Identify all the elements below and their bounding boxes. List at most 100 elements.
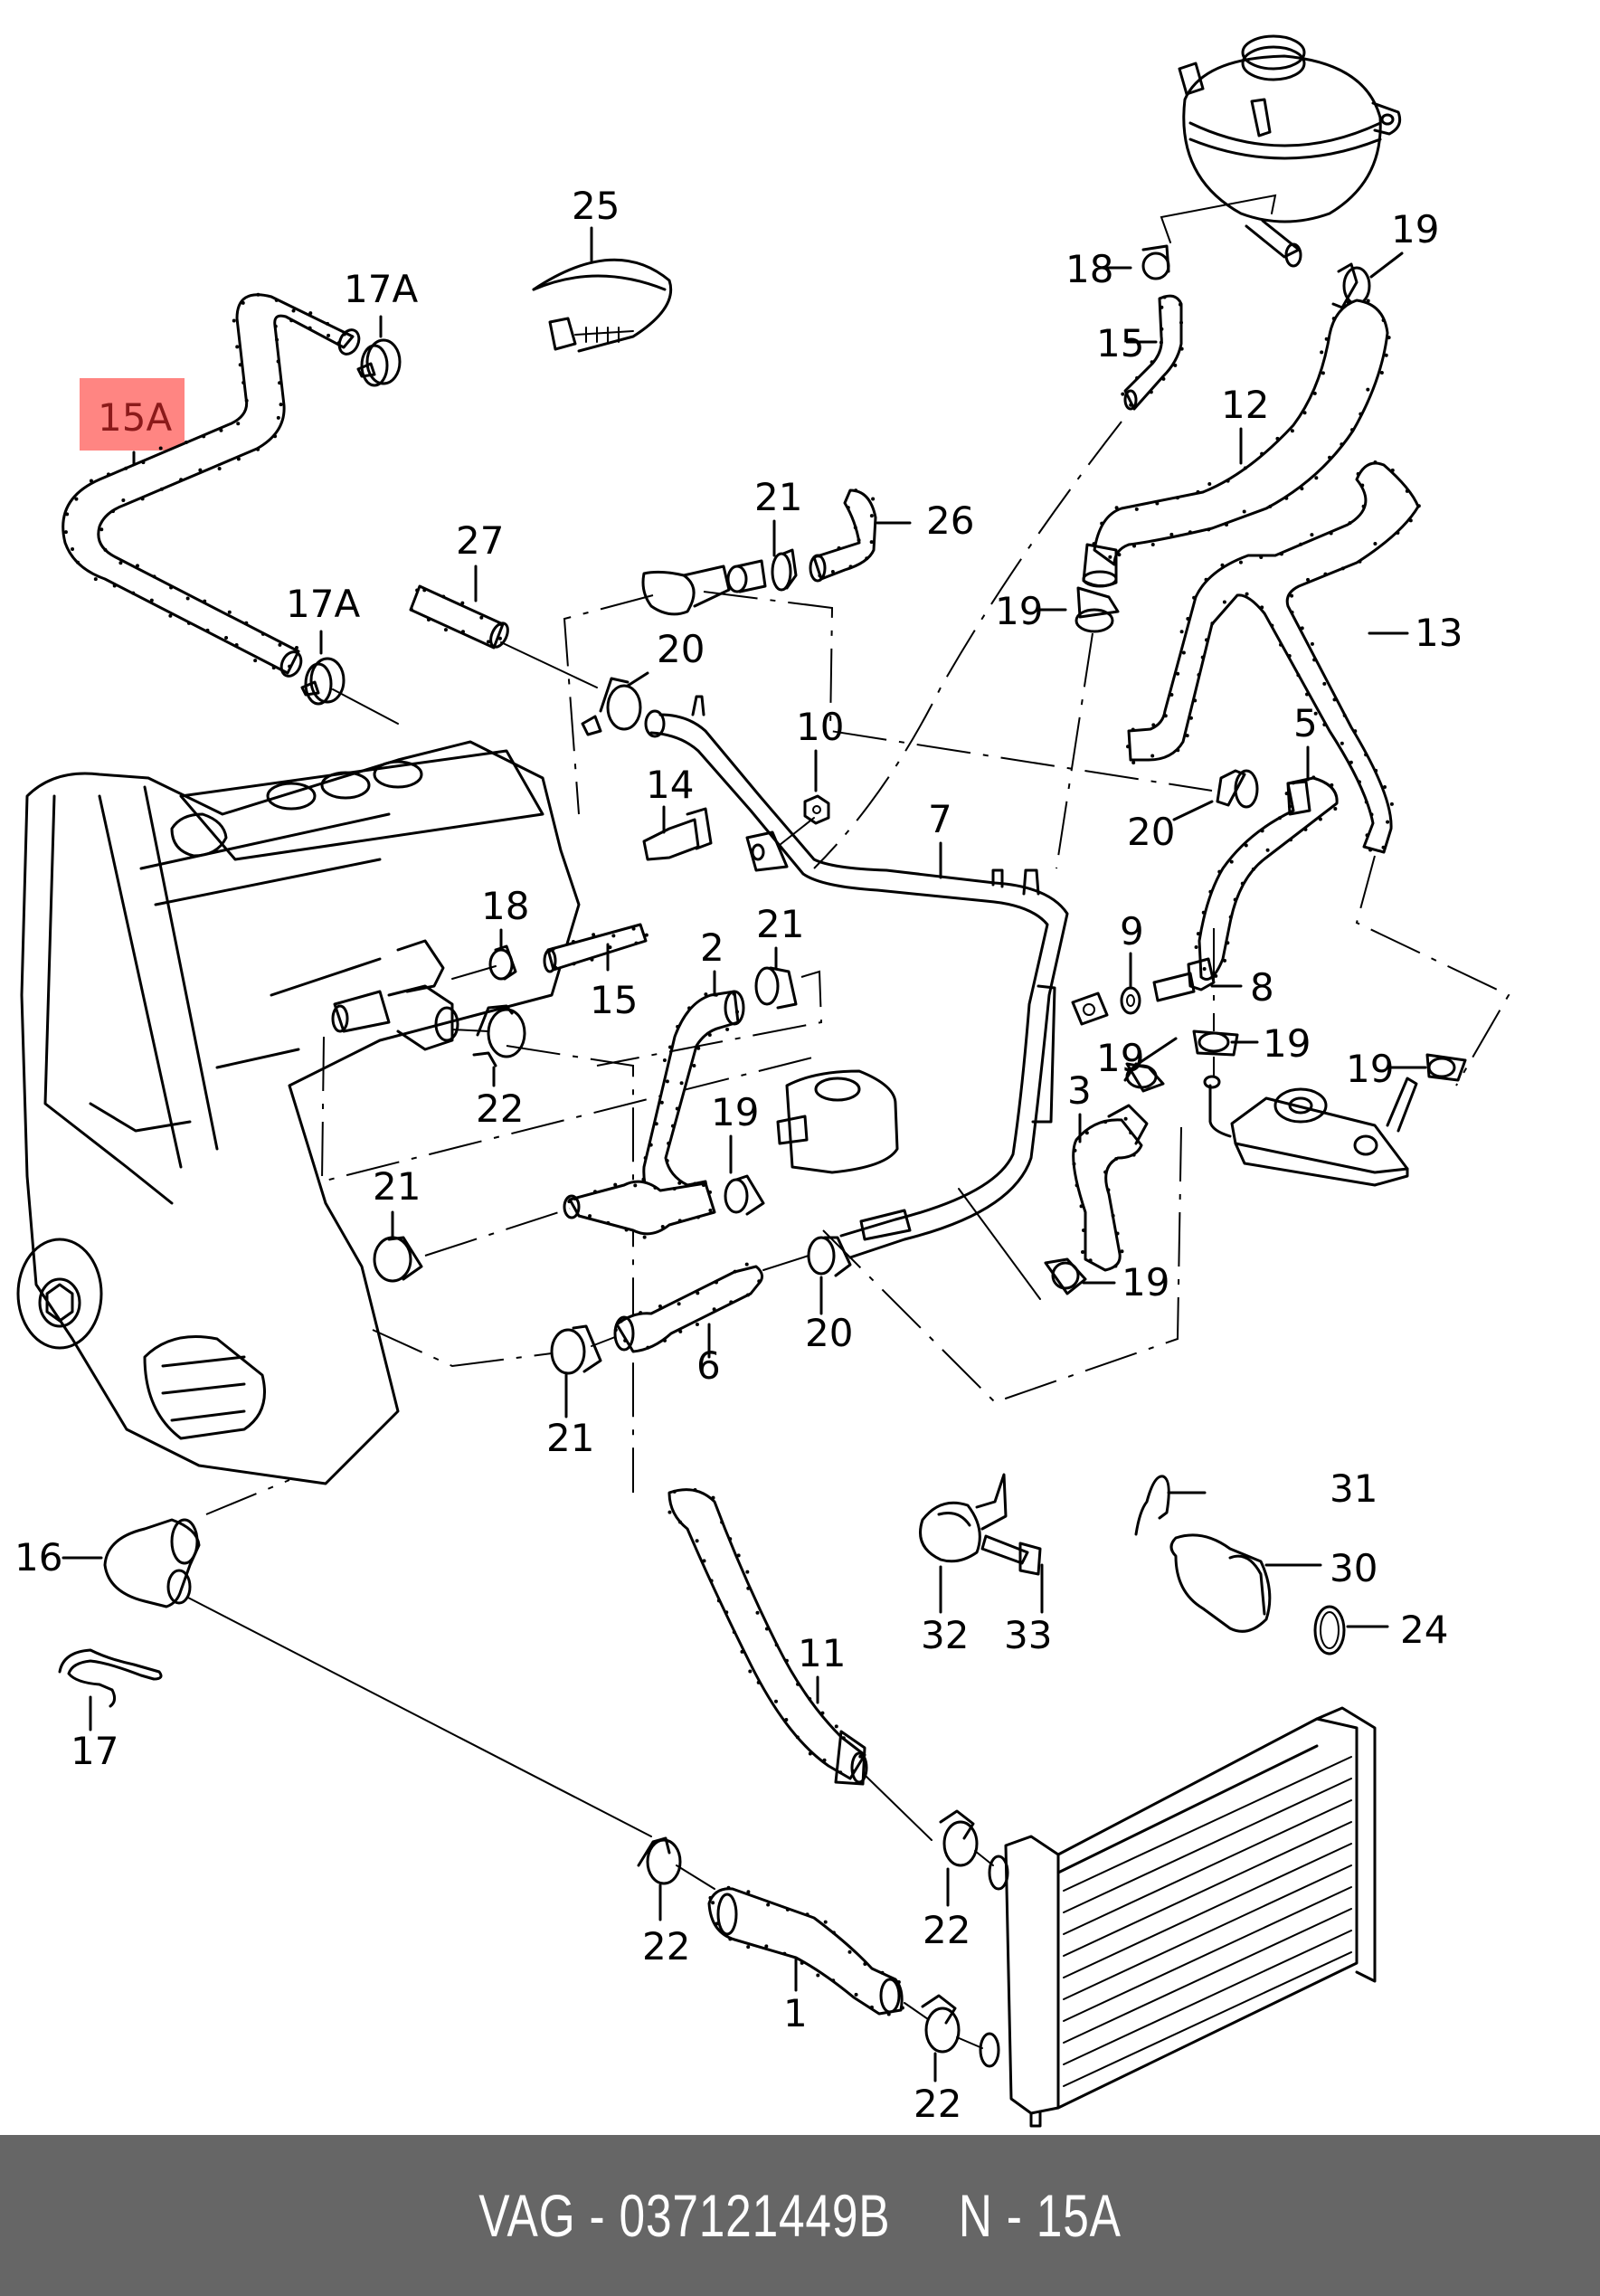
expansion-tank[interactable] bbox=[1160, 34, 1402, 268]
highlight-15A[interactable]: 15A bbox=[80, 378, 185, 481]
hose-27[interactable] bbox=[409, 584, 511, 650]
callout-24[interactable]: 24 bbox=[1400, 1608, 1448, 1652]
hose-15A[interactable] bbox=[62, 292, 363, 679]
callout-20-upper[interactable]: 20 bbox=[657, 627, 705, 671]
o-ring-24[interactable] bbox=[1313, 1605, 1346, 1656]
callout-17[interactable]: 17 bbox=[71, 1729, 118, 1773]
clamp-21-bottom[interactable] bbox=[550, 1324, 602, 1375]
clamp-19-mid[interactable] bbox=[1075, 586, 1120, 633]
callout-25[interactable]: 25 bbox=[572, 184, 620, 228]
hose-13[interactable] bbox=[1126, 460, 1421, 854]
clamp-20-bottom[interactable] bbox=[807, 1236, 852, 1277]
clip-17[interactable] bbox=[58, 1648, 163, 1708]
clamp-19-r1[interactable] bbox=[1192, 1029, 1239, 1057]
callout-21-mid[interactable]: 21 bbox=[756, 902, 804, 946]
callout-11[interactable]: 11 bbox=[798, 1631, 846, 1675]
clamp-22-right-bottom[interactable] bbox=[921, 1994, 961, 2054]
callout-19-top[interactable]: 19 bbox=[1391, 207, 1439, 251]
clamp-20-right[interactable] bbox=[1216, 769, 1259, 809]
callout-18-top[interactable]: 18 bbox=[1065, 247, 1113, 291]
clamp-18-mid[interactable] bbox=[488, 944, 517, 981]
clamp-19-low[interactable] bbox=[1044, 1257, 1087, 1295]
elbow-16[interactable] bbox=[103, 1518, 201, 1608]
callout-12[interactable]: 12 bbox=[1221, 383, 1269, 427]
radiator[interactable] bbox=[979, 1706, 1377, 2128]
callout-1[interactable]: 1 bbox=[783, 1991, 808, 2035]
callout-10[interactable]: 10 bbox=[796, 705, 844, 749]
clamp-18-top[interactable] bbox=[1141, 244, 1170, 280]
callout-15A[interactable]: 15A bbox=[98, 395, 172, 440]
clamp-19-center[interactable] bbox=[724, 1174, 765, 1216]
callout-8[interactable]: 8 bbox=[1250, 965, 1274, 1010]
callout-30[interactable]: 30 bbox=[1330, 1546, 1378, 1590]
callout-22-mid[interactable]: 22 bbox=[476, 1086, 524, 1131]
engine-block[interactable] bbox=[16, 740, 581, 1485]
callout-20-right[interactable]: 20 bbox=[1127, 810, 1175, 854]
hose-26[interactable] bbox=[809, 489, 877, 583]
clamp-17A-top[interactable] bbox=[356, 338, 402, 387]
callout-19-mid[interactable]: 19 bbox=[995, 589, 1043, 633]
thermostat-housing[interactable] bbox=[331, 939, 497, 1051]
callout-22-right-bottom[interactable]: 22 bbox=[914, 2082, 961, 2126]
callout-13[interactable]: 13 bbox=[1415, 611, 1463, 655]
hose-5[interactable] bbox=[1194, 775, 1339, 981]
callout-9[interactable]: 9 bbox=[1120, 909, 1144, 954]
callout-21-left[interactable]: 21 bbox=[373, 1164, 421, 1209]
callout-27[interactable]: 27 bbox=[456, 518, 504, 563]
hose-junction[interactable] bbox=[563, 1180, 716, 1239]
callout-20-bottom[interactable]: 20 bbox=[805, 1311, 853, 1355]
callout-14[interactable]: 14 bbox=[646, 763, 694, 807]
callout-19-low[interactable]: 19 bbox=[1122, 1260, 1169, 1305]
callout-18-mid[interactable]: 18 bbox=[481, 884, 529, 928]
callout-31[interactable]: 31 bbox=[1330, 1466, 1378, 1511]
callout-26[interactable]: 26 bbox=[926, 498, 974, 543]
clamp-20-upper[interactable] bbox=[581, 677, 642, 736]
callout-16[interactable]: 16 bbox=[14, 1535, 62, 1580]
flange-30[interactable] bbox=[1169, 1533, 1272, 1633]
heater-valve[interactable] bbox=[776, 1069, 912, 1241]
callout-17A-top[interactable]: 17A bbox=[344, 267, 418, 311]
callout-33[interactable]: 33 bbox=[1004, 1613, 1052, 1657]
callout-15-mid[interactable]: 15 bbox=[590, 978, 638, 1022]
callout-19-r1[interactable]: 19 bbox=[1263, 1021, 1311, 1066]
hose-15-top[interactable] bbox=[1121, 294, 1184, 411]
clamp-22-left[interactable] bbox=[637, 1836, 682, 1885]
callout-19-r2[interactable]: 19 bbox=[1346, 1047, 1394, 1091]
callout-19-center[interactable]: 19 bbox=[711, 1090, 759, 1134]
hose-15-mid[interactable] bbox=[543, 923, 649, 973]
callout-2[interactable]: 2 bbox=[700, 925, 724, 970]
bracket-clamp-32[interactable] bbox=[919, 1473, 1008, 1563]
clamp-19-r2[interactable] bbox=[1425, 1053, 1467, 1082]
cable-tie-25[interactable] bbox=[532, 258, 673, 353]
callout-19-r3[interactable]: 19 bbox=[1096, 1036, 1144, 1080]
callout-22-left[interactable]: 22 bbox=[642, 1924, 690, 1969]
clamp-22-right-top[interactable] bbox=[939, 1809, 979, 1867]
callout-3[interactable]: 3 bbox=[1067, 1068, 1092, 1113]
nut-10[interactable] bbox=[803, 794, 830, 825]
callout-21-top[interactable]: 21 bbox=[754, 475, 802, 519]
callout-5[interactable]: 5 bbox=[1293, 701, 1318, 745]
fitting-21-26[interactable] bbox=[641, 559, 767, 616]
clamp-22-mid[interactable] bbox=[472, 1004, 526, 1067]
washer-9[interactable] bbox=[1120, 986, 1141, 1015]
sensor-14[interactable] bbox=[642, 807, 713, 861]
clamp-21-top[interactable] bbox=[771, 548, 798, 592]
callout-21-bottom[interactable]: 21 bbox=[546, 1416, 594, 1460]
hose-1[interactable] bbox=[707, 1885, 904, 2016]
oil-cooler[interactable] bbox=[1203, 1075, 1418, 1187]
callout-22-right-top[interactable]: 22 bbox=[923, 1908, 970, 1952]
clamp-17A-bottom[interactable] bbox=[300, 657, 346, 706]
callout-32[interactable]: 32 bbox=[921, 1613, 969, 1657]
clamp-21-mid[interactable] bbox=[754, 966, 798, 1010]
callout-7[interactable]: 7 bbox=[928, 797, 952, 841]
callout-17A-bottom[interactable]: 17A bbox=[286, 582, 360, 626]
clip-31[interactable] bbox=[1134, 1475, 1170, 1536]
coolant-pipe-7[interactable] bbox=[644, 695, 1069, 1259]
hose-3[interactable] bbox=[1072, 1104, 1149, 1272]
hose-11[interactable] bbox=[667, 1487, 868, 1786]
hose-12[interactable] bbox=[1082, 299, 1391, 588]
bolt-8[interactable] bbox=[1152, 957, 1216, 1002]
bolt-33[interactable] bbox=[980, 1534, 1042, 1576]
clamp-21-left[interactable] bbox=[373, 1236, 423, 1283]
hose-6[interactable] bbox=[613, 1262, 763, 1353]
